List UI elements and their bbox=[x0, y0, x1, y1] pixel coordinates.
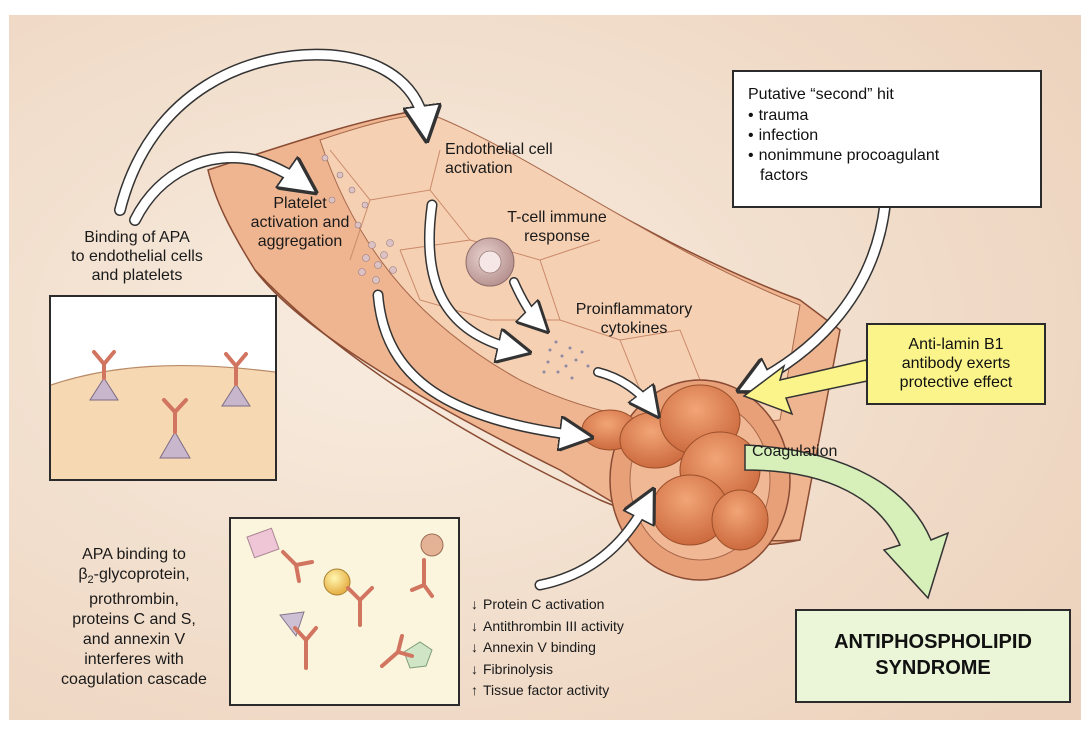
aps-outcome-text: ANTIPHOSPHOLIPID SYNDROME bbox=[797, 611, 1069, 681]
effect-text: Antithrombin III activity bbox=[483, 618, 624, 634]
label-platelet-activation: Platelet activation and aggregation bbox=[240, 194, 360, 251]
down-arrow-icon: ↓ bbox=[471, 659, 483, 681]
second-hit-item-nonimmune: nonimmune procoagulant bbox=[748, 146, 939, 166]
down-arrow-icon: ↓ bbox=[471, 594, 483, 616]
beta-symbol: β bbox=[78, 566, 87, 583]
second-hit-title: Putative “second” hit bbox=[748, 86, 894, 104]
second-hit-item-trauma: trauma bbox=[748, 106, 939, 126]
down-arrow-icon: ↓ bbox=[471, 616, 483, 638]
apa-binding-line-1: APA binding to bbox=[36, 545, 232, 565]
effect-text: Protein C activation bbox=[483, 596, 604, 612]
effect-item: ↑Tissue factor activity bbox=[471, 680, 624, 702]
effect-item: ↓Antithrombin III activity bbox=[471, 616, 624, 638]
label-coagulation: Coagulation bbox=[752, 442, 837, 461]
coagulation-effects-list: ↓Protein C activation ↓Antithrombin III … bbox=[471, 594, 624, 702]
apa-binding-rest: prothrombin, proteins C and S, and annex… bbox=[36, 590, 232, 690]
label-apa-binding-proteins: APA binding to β2-glycoprotein, prothrom… bbox=[36, 545, 232, 690]
label-proinflammatory-cytokines: Proinflammatory cytokines bbox=[565, 300, 703, 338]
effect-item: ↓Protein C activation bbox=[471, 594, 624, 616]
aps-outcome-box: ANTIPHOSPHOLIPID SYNDROME bbox=[795, 609, 1071, 703]
apa-binding-line-2: β2-glycoprotein, bbox=[36, 565, 232, 590]
second-hit-box: Putative “second” hit trauma infection n… bbox=[732, 70, 1042, 208]
label-endothelial-activation: Endothelial cell activation bbox=[445, 140, 553, 178]
up-arrow-icon: ↑ bbox=[471, 680, 483, 702]
second-hit-item-infection: infection bbox=[748, 126, 939, 146]
effect-text: Fibrinolysis bbox=[483, 661, 553, 677]
antilamin-box: Anti-lamin B1 antibody exerts protective… bbox=[866, 323, 1046, 405]
effect-text: Annexin V binding bbox=[483, 639, 596, 655]
effect-item: ↓Fibrinolysis bbox=[471, 659, 624, 681]
effect-text: Tissue factor activity bbox=[483, 682, 609, 698]
inset-endothelial-binding bbox=[50, 296, 276, 480]
inset-coagulation-binding bbox=[230, 518, 459, 705]
effect-item: ↓Annexin V binding bbox=[471, 637, 624, 659]
second-hit-list: trauma infection nonimmune procoagulant … bbox=[748, 106, 939, 186]
antilamin-text: Anti-lamin B1 antibody exerts protective… bbox=[868, 325, 1044, 392]
glycoprotein-text: -glycoprotein, bbox=[94, 566, 190, 583]
label-tcell-response: T-cell immune response bbox=[492, 208, 622, 246]
down-arrow-icon: ↓ bbox=[471, 637, 483, 659]
label-apa-binding-cells: Binding of APA to endothelial cells and … bbox=[48, 228, 226, 285]
second-hit-item-factors: factors bbox=[748, 166, 939, 186]
